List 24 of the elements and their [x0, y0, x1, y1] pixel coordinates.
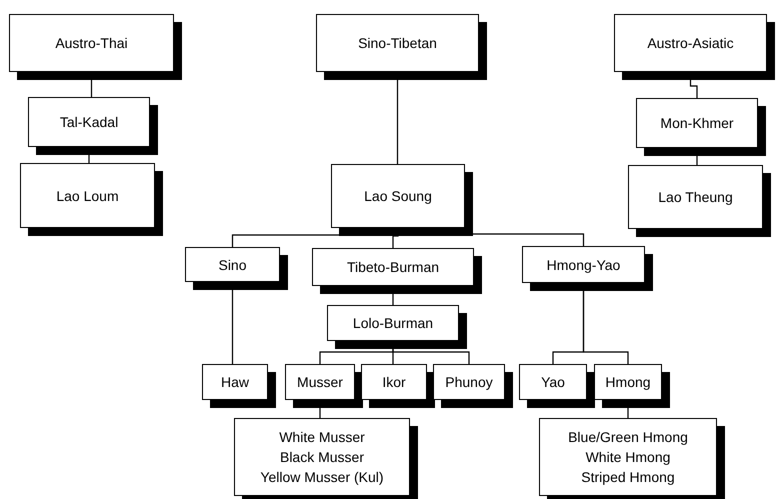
box-label: Mon-Khmer [660, 114, 734, 133]
box-label: Tibeto-Burman [346, 258, 440, 277]
box-label: White Hmong [586, 448, 670, 467]
box-label: Blue/Green Hmong [568, 428, 688, 447]
box-label: Hmong-Yao [546, 256, 620, 274]
box-label: Lao Soung [364, 187, 432, 206]
box-label: White Musser [279, 428, 365, 447]
box-label: Yellow Musser (Kul) [260, 468, 384, 487]
box-label: Tal-Kadal [60, 113, 118, 132]
box-label: Musser [297, 373, 343, 392]
box-label: Hmong [605, 373, 651, 392]
box-label: Lolo-Burman [352, 314, 434, 333]
box-label: Phunoy [445, 373, 493, 392]
box-label: Black Musser [280, 448, 364, 467]
box-label: Sino [218, 256, 247, 274]
box-label: Lao Loum [56, 186, 119, 206]
box-label: Austro-Asiatic [647, 34, 734, 53]
box-label: Ikor [382, 373, 406, 392]
box-label: Austro-Thai [55, 34, 128, 53]
box-label: Yao [541, 373, 565, 392]
box-label: Haw [220, 373, 249, 392]
box-label: Lao Theung [658, 188, 733, 207]
box-label: Striped Hmong [581, 468, 675, 487]
box-label: Sino-Tibetan [358, 34, 437, 53]
